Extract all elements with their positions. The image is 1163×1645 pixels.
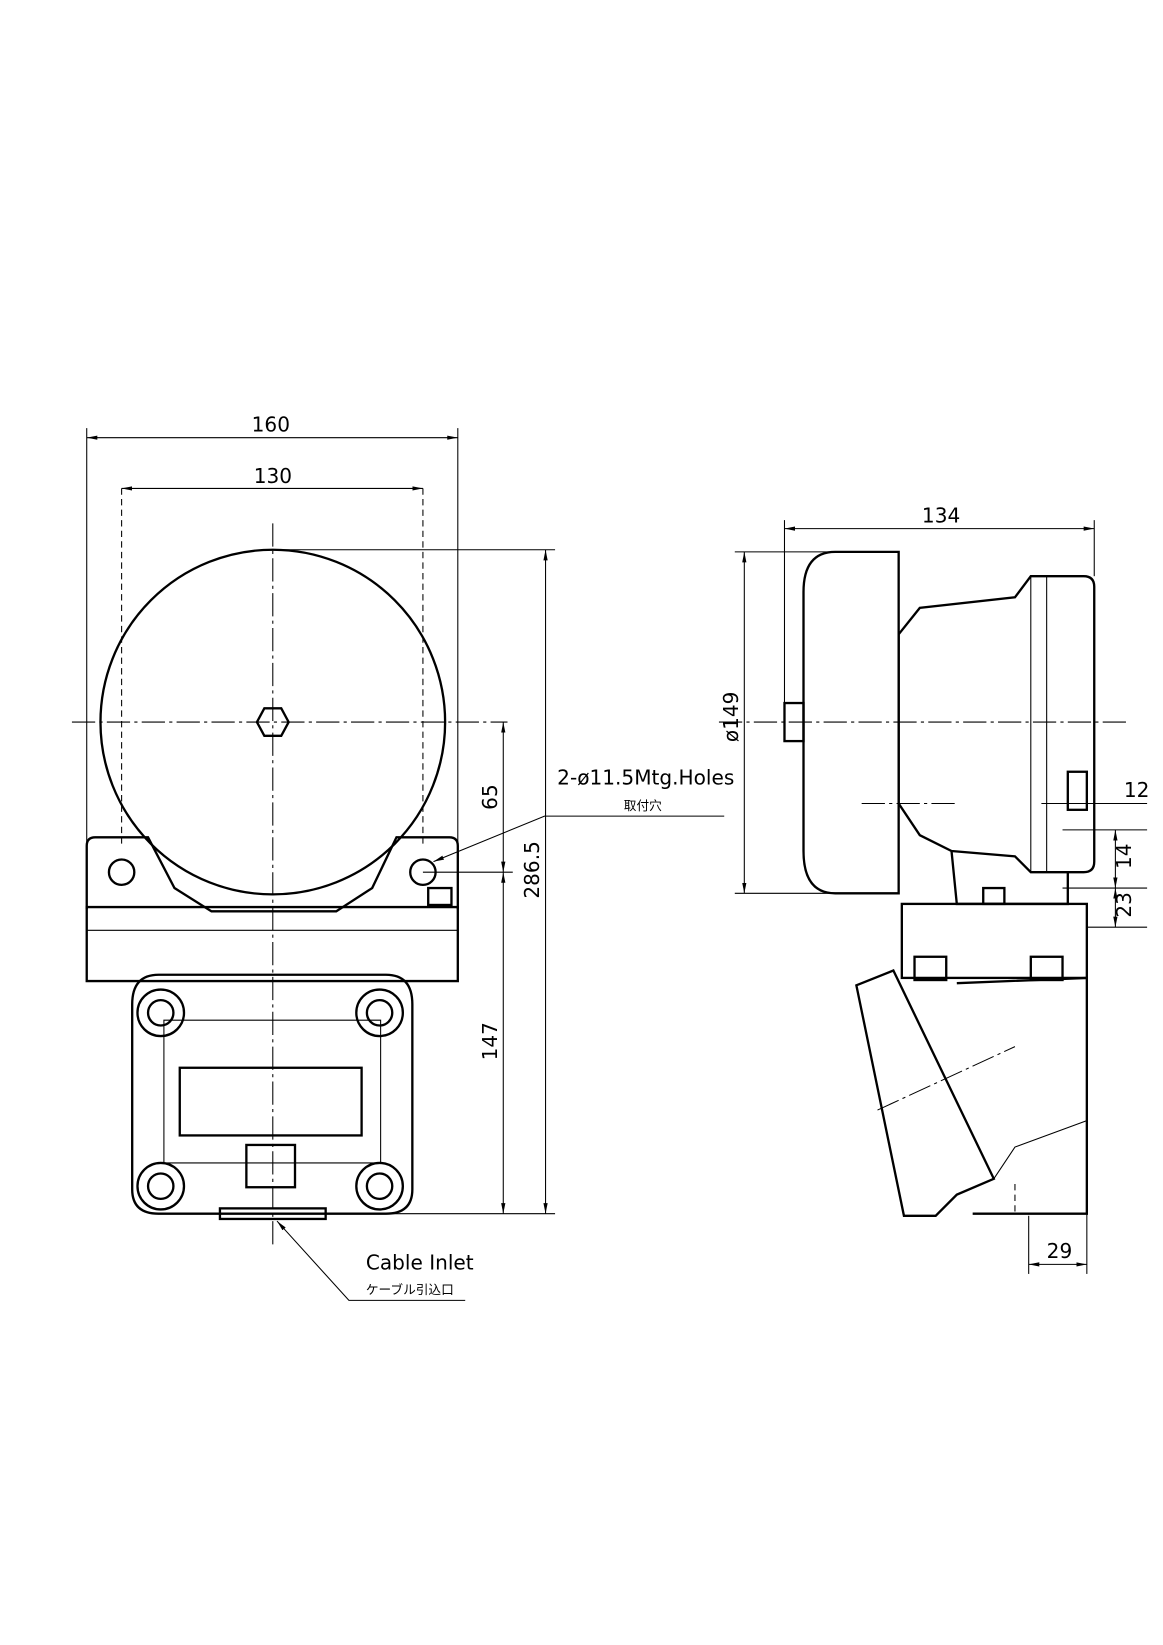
hole-pitch-label: 130 xyxy=(254,464,292,488)
cable-inlet-jp-label: ケーブル引込口 xyxy=(366,1282,454,1297)
mounting-holes-label: 2-ø11.5Mtg.Holes xyxy=(557,765,734,789)
overall-width-label: 160 xyxy=(252,412,290,436)
nameplate xyxy=(178,1066,363,1137)
cable-inlet-label: Cable Inlet xyxy=(366,1251,474,1275)
bell-side xyxy=(802,550,900,895)
d29-label: 29 xyxy=(1047,1239,1073,1263)
center-to-holes-label: 65 xyxy=(478,784,502,810)
front-dimensions: 160 130 65 147 286.5 2-ø11.5Mtg.Holes 取付… xyxy=(86,412,734,1301)
depth-label: 134 xyxy=(922,503,960,527)
d12-label: 12 xyxy=(1124,778,1150,802)
bell-diameter-label: ø149 xyxy=(719,692,743,743)
front-view xyxy=(71,488,508,1248)
overall-height-label: 286.5 xyxy=(520,841,544,898)
side-view xyxy=(718,550,1126,1217)
mounting-holes-jp-label: 取付穴 xyxy=(624,798,662,813)
d23-label: 23 xyxy=(1112,892,1136,918)
side-dimensions: 134 ø149 14 23 12 29 xyxy=(719,503,1149,1274)
d14-label: 14 xyxy=(1112,843,1136,869)
inclined-terminal-box xyxy=(855,969,996,1217)
base-height-label: 147 xyxy=(478,1022,502,1060)
mounting-hole-left xyxy=(107,858,136,887)
